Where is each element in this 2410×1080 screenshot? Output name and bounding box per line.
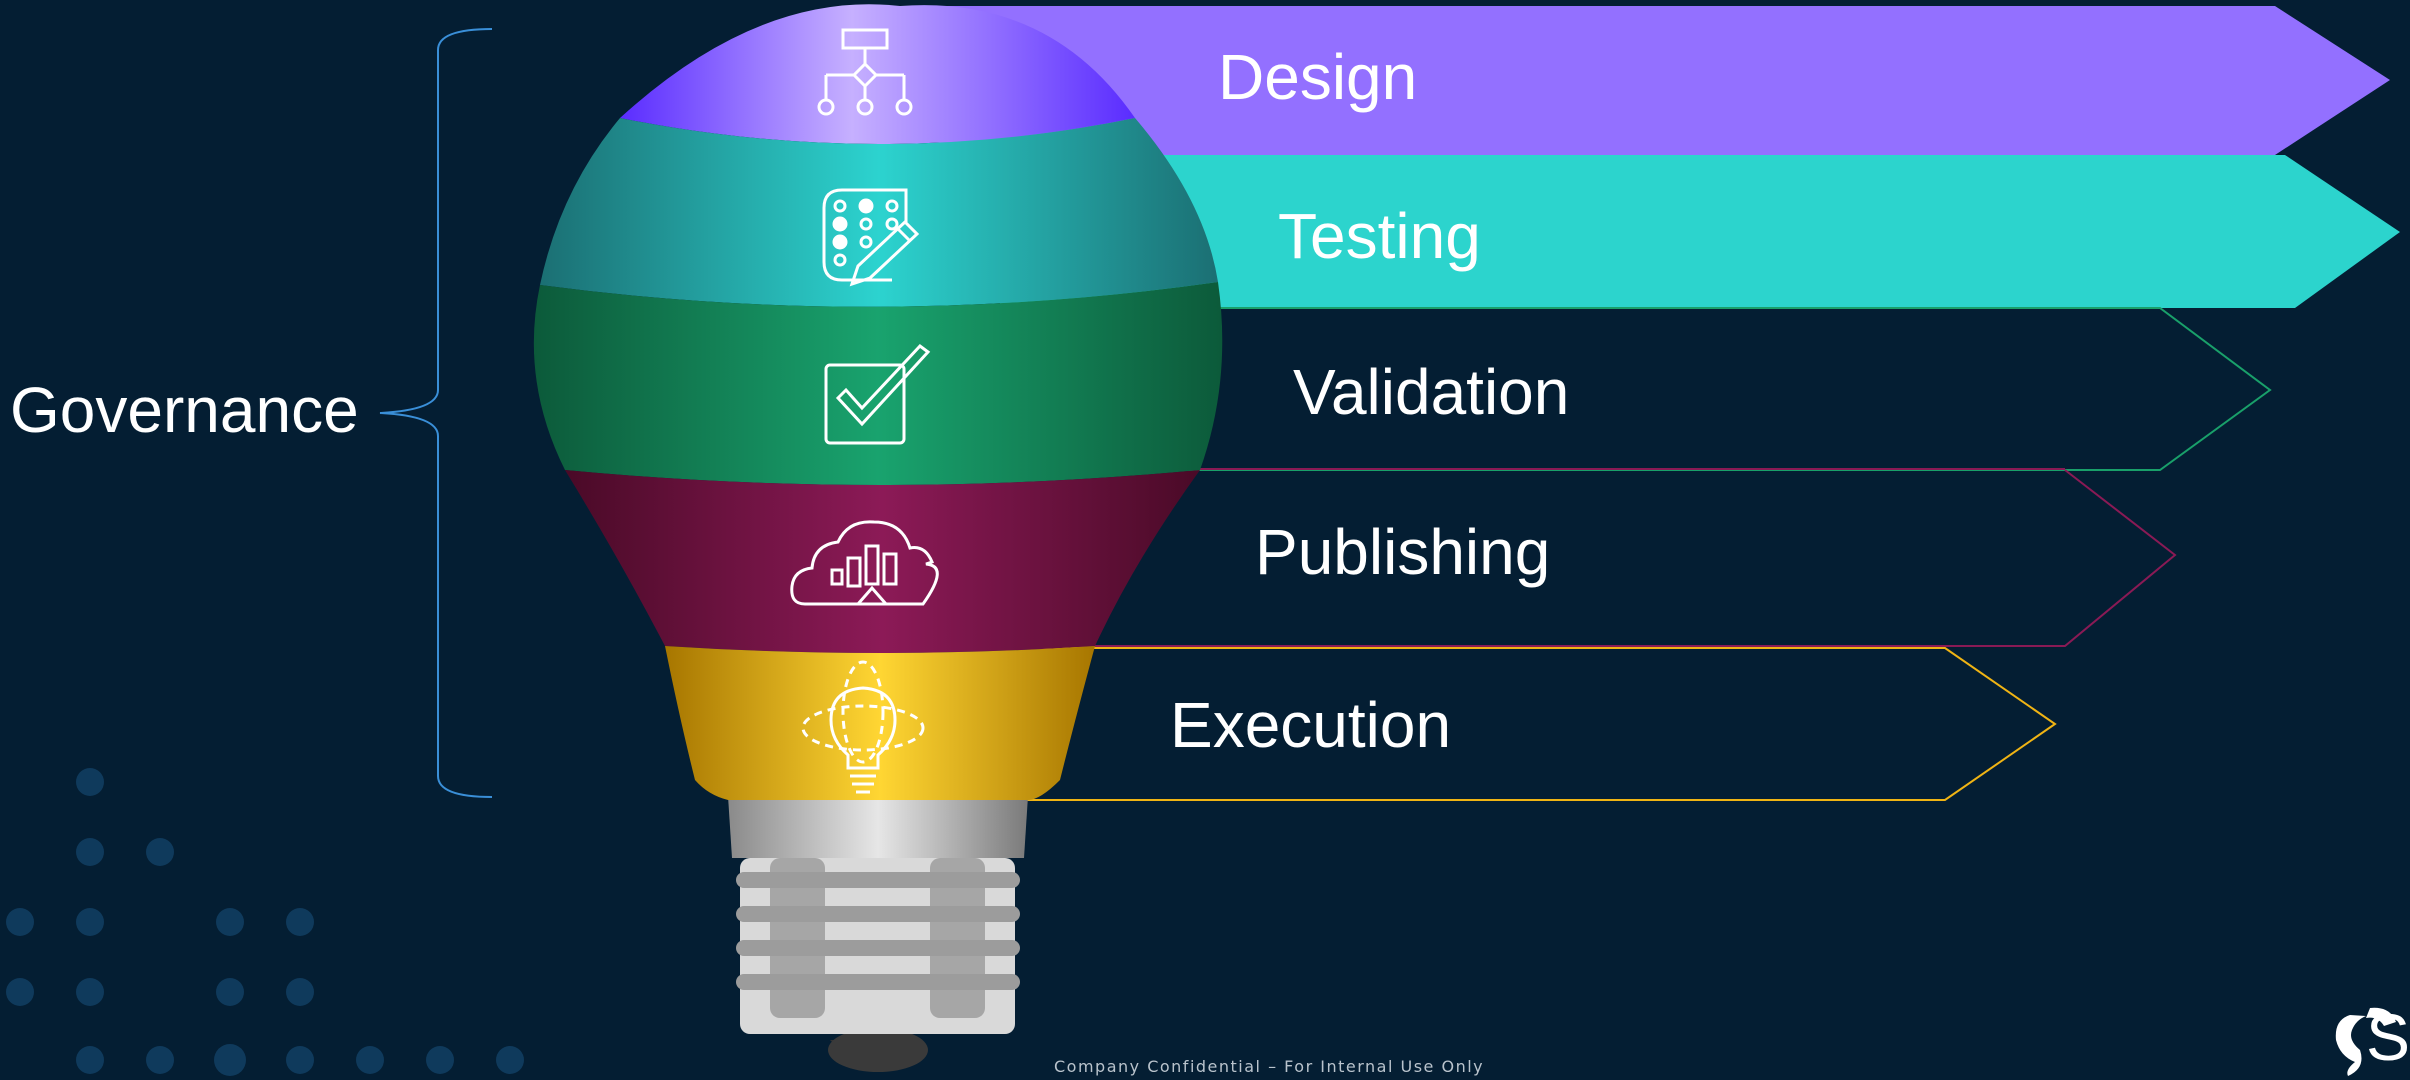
confidential-footer: Company Confidential – For Internal Use … bbox=[1054, 1057, 1485, 1076]
governance-label: Governance bbox=[10, 374, 359, 446]
stage-label-execution: Execution bbox=[1170, 689, 1452, 761]
flowchart-icon bbox=[817, 28, 913, 116]
sas-logo-icon bbox=[2335, 1007, 2396, 1076]
bulb-base bbox=[728, 796, 1028, 1072]
logo-text: S bbox=[2366, 1000, 2410, 1074]
lightbulb-idea-icon bbox=[801, 660, 925, 794]
governance-bracket bbox=[379, 28, 493, 798]
design-arrow bbox=[940, 6, 2390, 155]
decorative-dots bbox=[6, 768, 524, 1076]
stage-label-testing: Testing bbox=[1278, 200, 1481, 272]
checkbox-icon bbox=[824, 343, 931, 445]
stage-label-validation: Validation bbox=[1293, 356, 1570, 428]
testing-arrow bbox=[1000, 155, 2400, 308]
checklist-pencil-icon bbox=[822, 188, 920, 287]
publishing-arrow bbox=[1060, 469, 2177, 647]
cloud-chart-icon bbox=[790, 520, 939, 606]
execution-arrow bbox=[1010, 647, 2057, 801]
stage-label-design: Design bbox=[1218, 41, 1418, 113]
stage-label-publishing: Publishing bbox=[1255, 516, 1551, 588]
